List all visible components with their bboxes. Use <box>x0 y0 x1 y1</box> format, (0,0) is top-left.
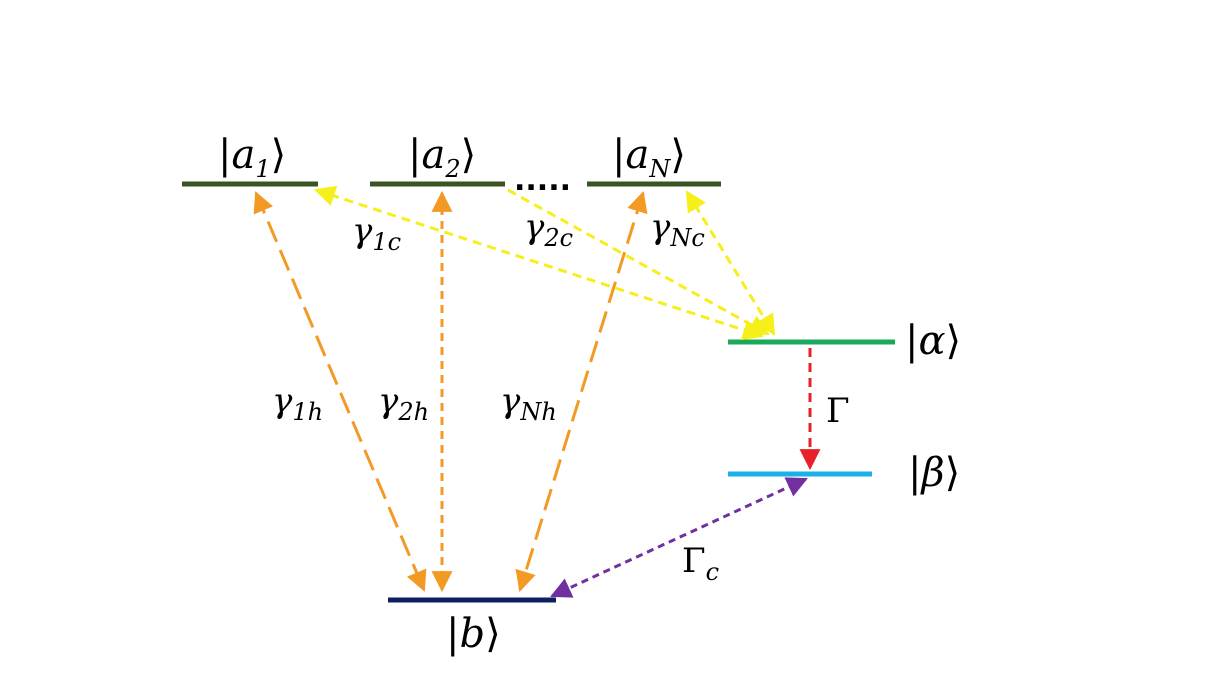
ket-a2-sub: 2 <box>444 155 460 183</box>
arrow-Gamma-c <box>550 477 808 598</box>
arrow-gNh <box>515 190 648 593</box>
label-g1c: γ1c <box>352 211 401 256</box>
svg-text:|a1⟩: |a1⟩ <box>218 132 286 183</box>
ket-alpha: |α⟩ <box>905 318 961 364</box>
ket-a2: |a2⟩ <box>408 132 476 183</box>
ket-a1-label: a <box>231 132 255 178</box>
ket-b: |b⟩ <box>446 611 501 657</box>
levels-ellipsis: ..... <box>514 163 571 198</box>
ket-aN-label: a <box>625 132 649 178</box>
ket-a1: |a1⟩ <box>218 132 286 183</box>
label-g2c: γ2c <box>524 207 573 252</box>
label-Gamma-c: Γc <box>682 541 719 586</box>
ket-aN: |aN⟩ <box>612 132 686 183</box>
ket-beta: |β⟩ <box>908 450 960 496</box>
svg-text:|aN⟩: |aN⟩ <box>612 132 686 183</box>
arrow-g1h <box>253 191 427 592</box>
ket-a1-sub: 1 <box>255 155 270 183</box>
label-g1h: γ1h <box>272 381 323 426</box>
label-g2h: γ2h <box>378 381 429 426</box>
label-gNc: γNc <box>650 207 705 252</box>
label-Gamma: Γ <box>826 391 850 431</box>
ket-aN-sub: N <box>648 155 671 183</box>
svg-text:|a2⟩: |a2⟩ <box>408 132 476 183</box>
arrow-gNc <box>685 190 776 336</box>
label-gNh: γNh <box>500 381 557 426</box>
ket-a2-label: a <box>421 132 445 178</box>
